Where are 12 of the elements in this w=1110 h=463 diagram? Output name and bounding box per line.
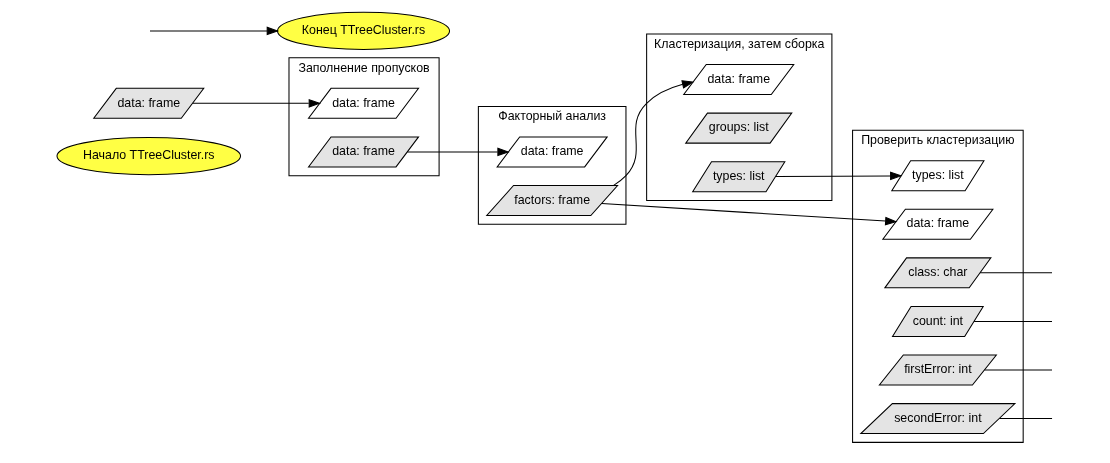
connector bbox=[998, 418, 1053, 420]
arrow bbox=[406, 147, 510, 157]
node-ellipse: Конец TTreeCluster.rs bbox=[277, 11, 451, 51]
connector bbox=[979, 272, 1053, 274]
arrow bbox=[601, 203, 898, 226]
arrow bbox=[149, 26, 280, 36]
node-ellipse: Начало TTreeCluster.rs bbox=[56, 136, 242, 176]
arrow bbox=[613, 80, 695, 186]
connector bbox=[984, 369, 1053, 371]
arrow bbox=[775, 171, 903, 181]
connector bbox=[973, 320, 1053, 322]
arrow bbox=[192, 98, 322, 108]
